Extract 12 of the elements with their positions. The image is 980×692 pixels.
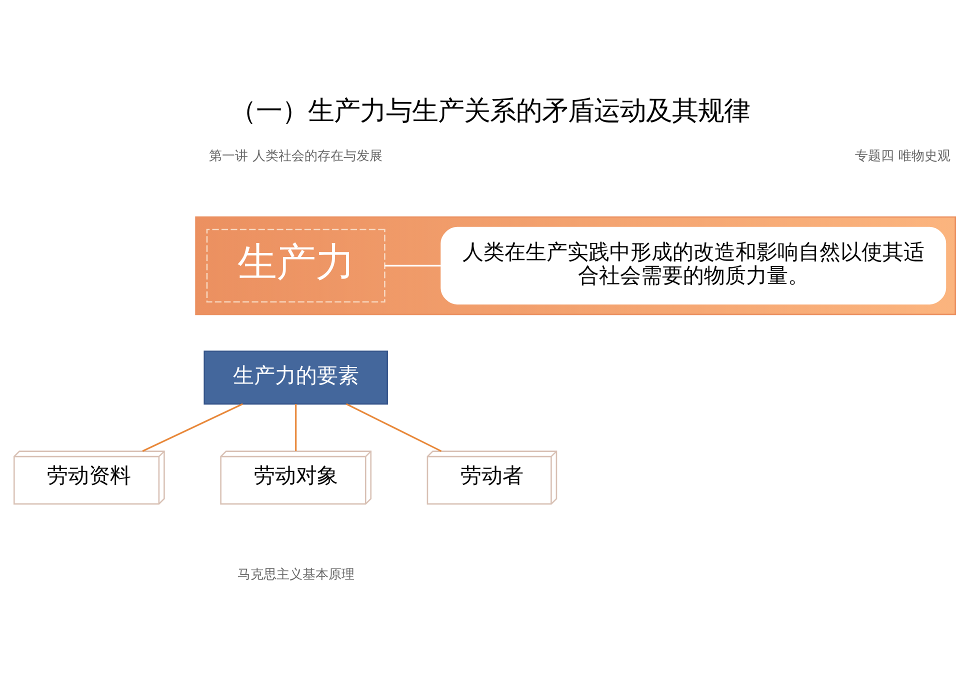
label: 专题四 唯物史观 xyxy=(855,148,950,164)
diagram-title: （一）生产力与生产关系的矛盾运动及其规律 xyxy=(230,96,750,127)
node-box: 生产力的要素 xyxy=(204,350,388,405)
connector xyxy=(384,264,441,266)
label: 第一讲 人类社会的存在与发展 xyxy=(209,148,382,164)
node-box: 生产力 xyxy=(206,228,386,303)
connector xyxy=(295,404,297,451)
connector xyxy=(346,403,442,452)
label: 马克思主义基本原理 xyxy=(237,567,354,582)
connector xyxy=(142,403,243,452)
node-box: 人类在生产实践中形成的改造和影响自然以使其适合社会需要的物质力量。 xyxy=(440,226,946,305)
cluster xyxy=(195,216,956,316)
